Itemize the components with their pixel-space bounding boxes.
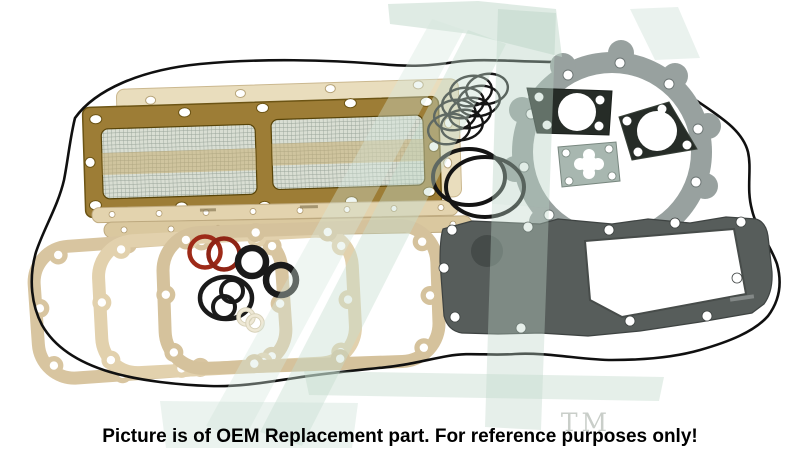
black-oring-small-2 [211,294,237,320]
cover-gasket-bore [471,235,503,267]
caption: Picture is of OEM Replacement part. For … [102,426,698,447]
red-oring-1 [187,234,223,270]
oil-pan-perimeter-gasket-outline [30,58,781,388]
oil-pan-screen-mesh-gasket [81,95,443,219]
end-plate-gasket-stack [27,219,446,385]
part-number-stamp [199,208,216,212]
accessory-plate-gasket [557,141,621,188]
seal-ring-coil-stack [426,72,510,146]
mounting-plate-gasket-left [526,87,613,136]
black-oring-thick-2 [262,261,300,299]
part-number-stamp [299,205,318,209]
black-oring-thick-1 [234,244,270,280]
large-black-orings [431,147,526,219]
watermark: TM [160,1,700,448]
side-cover-gasket [438,216,773,337]
part-number-stamp [729,294,755,302]
oring-cluster [187,234,300,333]
mounting-plate-gasket-right [618,101,698,161]
pan-gasket-3 [156,219,446,375]
tm-mark: TM [561,408,611,437]
